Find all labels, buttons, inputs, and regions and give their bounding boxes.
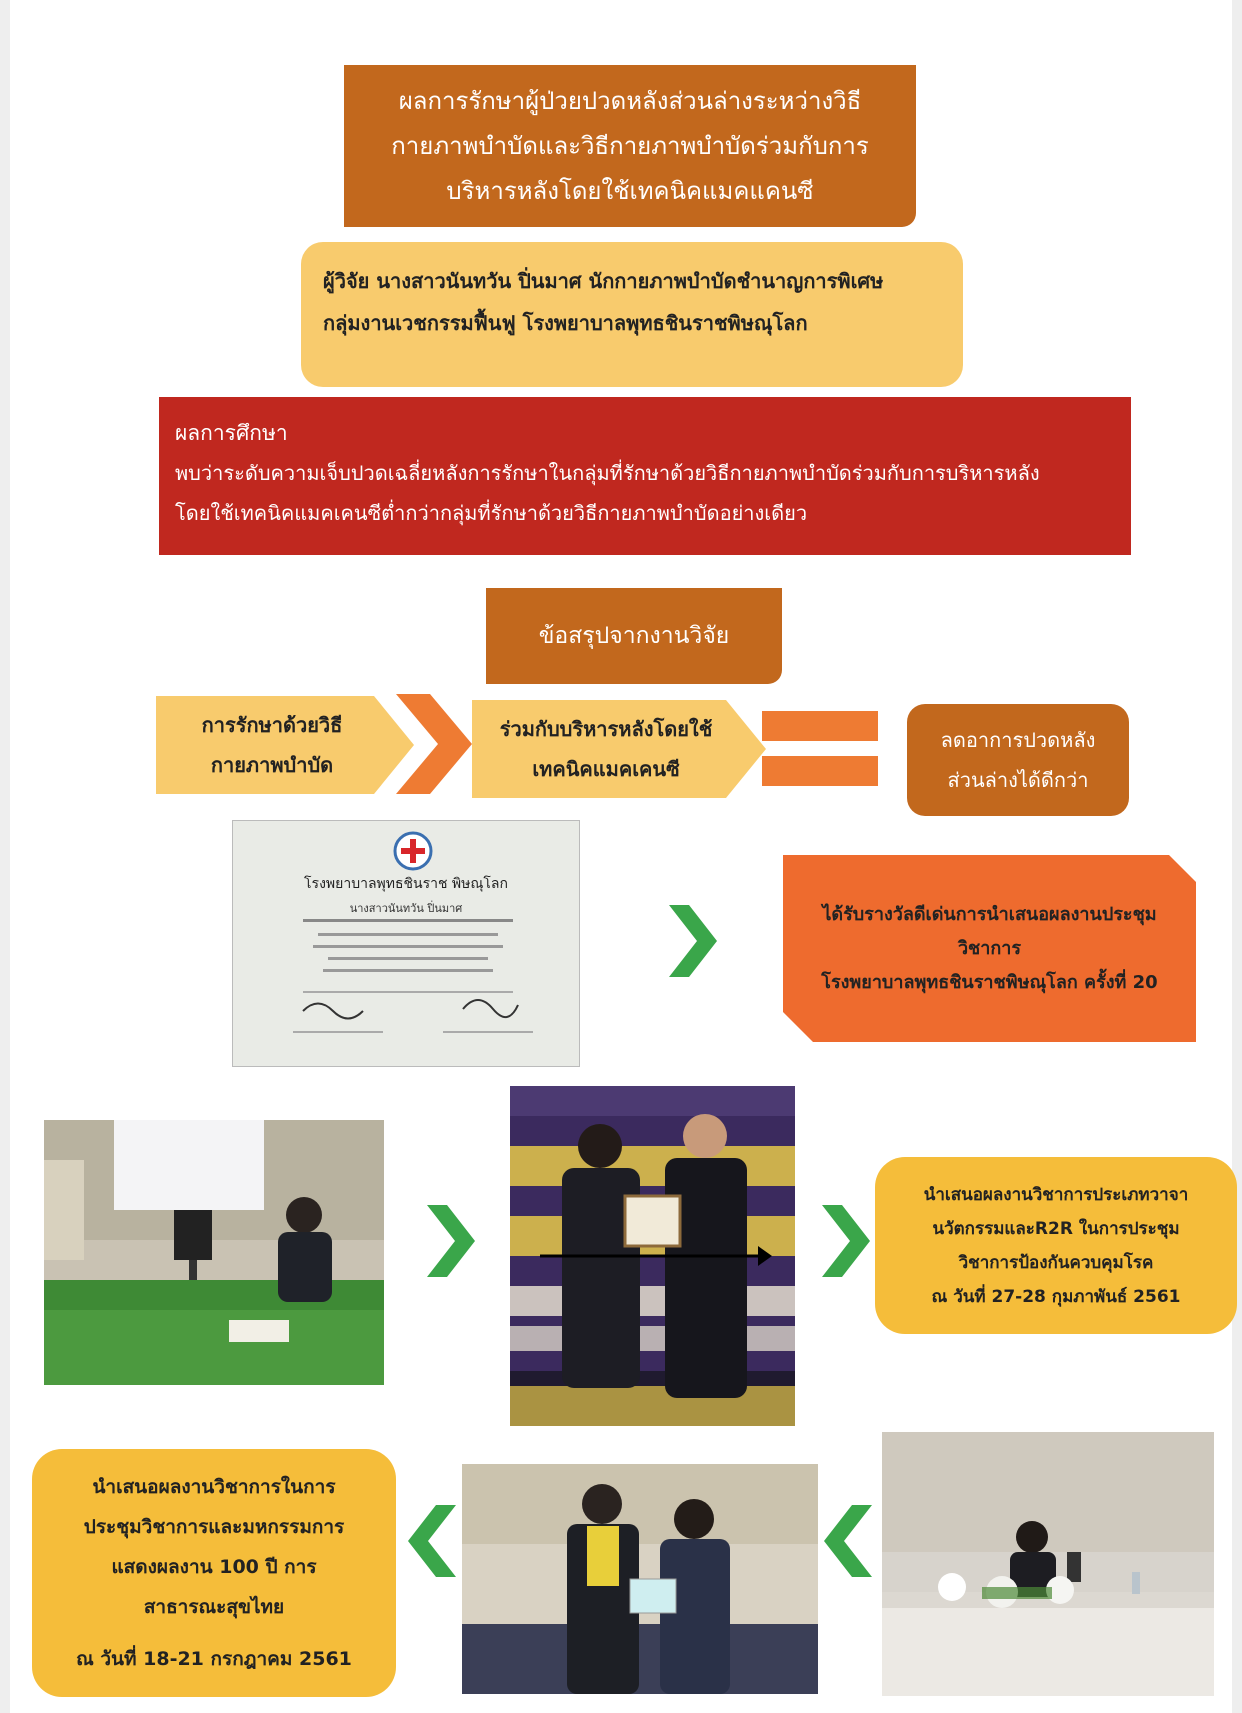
presenter-desk-photo bbox=[44, 1120, 384, 1385]
equals-bar-top bbox=[762, 711, 878, 741]
flow-result-line: ลดอาการปวดหลัง bbox=[940, 728, 1096, 752]
title-line: กายภาพบำบัดและวิธีกายภาพบำบัดร่วมกับการ bbox=[391, 131, 869, 160]
presentation-2-line: สาธารณะสุขไทย bbox=[143, 1596, 285, 1618]
award-line: วิชาการ bbox=[957, 937, 1022, 959]
flow-arrow-shape bbox=[156, 696, 414, 794]
results-box: ผลการศึกษา พบว่าระดับความเจ็บปวดเฉลี่ยหล… bbox=[159, 397, 1131, 555]
award-box: ได้รับรางวัลดีเด่นการนำเสนอผลงานประชุม ว… bbox=[783, 855, 1196, 1042]
flow-step-line: การรักษาด้วยวิธี bbox=[201, 713, 343, 737]
certificate-photo: โรงพยาบาลพุทธชินราช พิษณุโลก นางสาวนันทว… bbox=[232, 820, 580, 1067]
certificate-recipient: นางสาวนันทวัน ปิ่นมาศ bbox=[349, 902, 463, 915]
flow-step-line: เทคนิคแมคเคนซี bbox=[532, 757, 680, 781]
poster-page: ผลการรักษาผู้ป่วยปวดหลังส่วนล่างระหว่างว… bbox=[10, 0, 1237, 1713]
flow-result-line: ส่วนล่างได้ดีกว่า bbox=[947, 768, 1089, 792]
award-line: โรงพยาบาลพุทธชินราชพิษณุโลก ครั้งที่ 20 bbox=[821, 971, 1158, 993]
flow-step-line: กายภาพบำบัด bbox=[210, 753, 334, 777]
certificate-handover-drawing bbox=[462, 1464, 818, 1694]
presentation-2-box: นำเสนอผลงานวิชาการในการ ประชุมวิชาการและ… bbox=[32, 1449, 396, 1697]
equals-bar-bottom bbox=[762, 756, 878, 786]
award-ceremony-drawing bbox=[510, 1086, 795, 1426]
flow-arrow-shape bbox=[472, 700, 766, 798]
title-line: ผลการรักษาผู้ป่วยปวดหลังส่วนล่างระหว่างว… bbox=[398, 86, 862, 115]
green-chevron-left-icon bbox=[824, 1505, 872, 1577]
flow-step-mckenzie: ร่วมกับบริหารหลังโดยใช้ เทคนิคแมคเคนซี bbox=[472, 700, 766, 798]
conclusion-heading: ข้อสรุปจากงานวิจัย bbox=[538, 623, 730, 649]
results-line: พบว่าระดับความเจ็บปวดเฉลี่ยหลังการรักษาใ… bbox=[175, 461, 1040, 485]
certificate-hospital: โรงพยาบาลพุทธชินราช พิษณุโลก bbox=[304, 876, 508, 892]
researcher-line: ผู้วิจัย นางสาวนันทวัน ปิ่นมาศ นักกายภาพ… bbox=[323, 269, 884, 293]
green-chevron-right-icon bbox=[427, 1205, 475, 1277]
green-chevron-right-icon bbox=[669, 905, 717, 977]
title-box: ผลการรักษาผู้ป่วยปวดหลังส่วนล่างระหว่างว… bbox=[344, 65, 916, 227]
green-chevron-left-icon bbox=[408, 1505, 456, 1577]
flow-step-line: ร่วมกับบริหารหลังโดยใช้ bbox=[499, 717, 713, 741]
researcher-box: ผู้วิจัย นางสาวนันทวัน ปิ่นมาศ นักกายภาพ… bbox=[301, 242, 963, 387]
award-ceremony-photo bbox=[510, 1086, 795, 1426]
results-line: โดยใช้เทคนิคแมคเคนซีต่ำกว่ากลุ่มที่รักษา… bbox=[175, 501, 808, 525]
flow-step-therapy: การรักษาด้วยวิธี กายภาพบำบัด bbox=[156, 696, 414, 794]
presentation-1-line: ณ วันที่ 27-28 กุมภาพันธ์ 2561 bbox=[931, 1286, 1181, 1307]
presentation-2-line: ประชุมวิชาการและมหกรรมการ bbox=[83, 1516, 345, 1538]
conclusion-box: ข้อสรุปจากงานวิจัย bbox=[486, 588, 782, 684]
presentation-1-line: นำเสนอผลงานวิชาการประเภทวาจา bbox=[923, 1184, 1189, 1205]
presentation-2-line: แสดงผลงาน 100 ปี การ bbox=[111, 1556, 317, 1578]
presentation-2-line: นำเสนอผลงานวิชาการในการ bbox=[92, 1476, 336, 1498]
certificate-drawing bbox=[233, 821, 579, 1066]
orange-chevron-icon bbox=[396, 694, 472, 794]
green-chevron-right-icon bbox=[822, 1205, 870, 1277]
presentation-2-date: ณ วันที่ 18-21 กรกฎาคม 2561 bbox=[76, 1648, 352, 1670]
flow-result-box: ลดอาการปวดหลัง ส่วนล่างได้ดีกว่า bbox=[907, 704, 1129, 816]
results-heading: ผลการศึกษา bbox=[175, 421, 288, 445]
presentation-1-box: นำเสนอผลงานวิชาการประเภทวาจา นวัตกรรมและ… bbox=[875, 1157, 1237, 1334]
speaker-conference-photo bbox=[882, 1432, 1214, 1696]
award-line: ได้รับรางวัลดีเด่นการนำเสนอผลงานประชุม bbox=[822, 903, 1157, 925]
award-shape bbox=[783, 855, 1196, 1042]
speaker-conference-drawing bbox=[882, 1432, 1214, 1696]
title-line: บริหารหลังโดยใช้เทคนิคแมคแคนซี bbox=[446, 176, 814, 205]
presentation-1-line: วิชาการป้องกันควบคุมโรค bbox=[958, 1252, 1154, 1273]
presenter-desk-drawing bbox=[44, 1120, 384, 1385]
presentation-1-line: นวัตกรรมและR2R ในการประชุม bbox=[932, 1218, 1180, 1239]
researcher-line: กลุ่มงานเวชกรรมฟื้นฟู โรงพยาบาลพุทธชินรา… bbox=[323, 311, 808, 335]
certificate-handover-photo bbox=[462, 1464, 818, 1694]
